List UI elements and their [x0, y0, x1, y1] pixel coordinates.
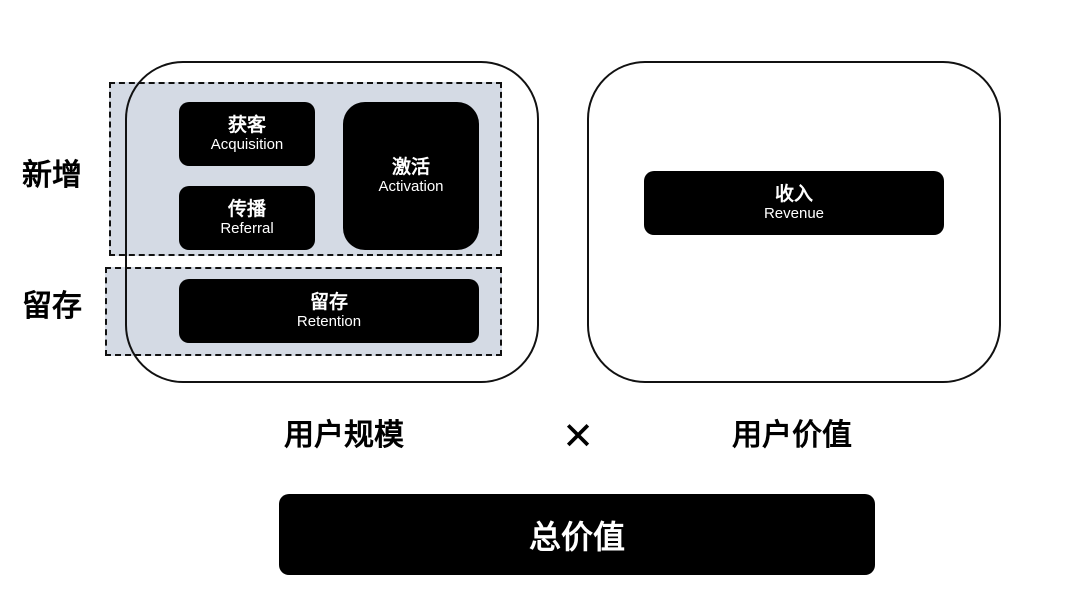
activation-zh: 激活	[391, 156, 430, 178]
activation-box: 激活 Activation	[343, 102, 479, 250]
acquisition-box: 获客 Acquisition	[179, 102, 315, 166]
referral-en: Referral	[220, 220, 274, 237]
revenue-en: Revenue	[763, 205, 825, 222]
retention-box: 留存 Retention	[179, 279, 479, 343]
activation-en: Activation	[378, 178, 444, 195]
user-scale-frame	[125, 61, 539, 383]
total-value-label: 总价值	[528, 517, 625, 556]
referral-zh: 传播	[227, 198, 266, 220]
acquisition-en: Acquisition	[210, 136, 284, 153]
revenue-box: 收入 Revenue	[644, 171, 944, 235]
revenue-zh: 收入	[774, 183, 813, 205]
retention-label: 留存	[22, 289, 82, 324]
acquisition-zh: 获客	[227, 114, 266, 136]
new-growth-label: 新增	[22, 158, 82, 193]
retention-en: Retention	[296, 313, 362, 330]
total-value-box: 总价值	[279, 494, 875, 575]
referral-box: 传播 Referral	[179, 186, 315, 250]
retention-zh: 留存	[309, 291, 348, 313]
user-value-caption: 用户价值	[732, 418, 852, 453]
user-value-frame	[587, 61, 1001, 383]
multiply-icon: ✕	[562, 414, 594, 458]
user-scale-caption: 用户规模	[284, 418, 404, 453]
